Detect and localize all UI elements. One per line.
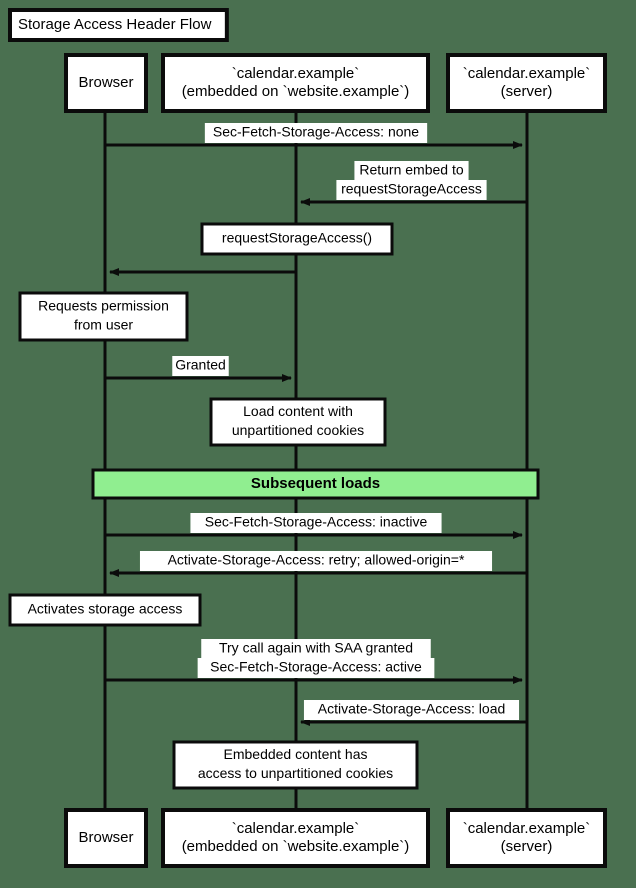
- participant-label-server: (server): [501, 838, 553, 855]
- note-label-bg-requests-permission-from-user: [69, 317, 138, 335]
- message-sec-fetch-storage-access-none: Sec-Fetch-Storage-Access: none: [105, 123, 523, 149]
- message-label-return-embed-to-requeststorageaccess: Return embed to: [359, 162, 463, 178]
- note-label-bg-embedded-content-has-access: [181, 765, 410, 784]
- notes-layer: requestStorageAccess() Requests permissio…: [8, 222, 419, 790]
- participant-label-bg-server: [493, 838, 560, 856]
- divider-subsequent-loads: Subsequent loads: [91, 468, 540, 500]
- diagram-title: Storage Access Header Flow: [8, 8, 229, 42]
- participant-browser-top[interactable]: Browser: [64, 53, 148, 113]
- diagram-title-box: [8, 8, 229, 42]
- participant-label-bg-server: [454, 820, 599, 838]
- participant-label-bg-embed: [223, 65, 368, 83]
- note-label-load-content-unpartitioned-cookies: Load content with: [243, 403, 353, 419]
- message-label-bg-return-embed-to-requeststorageaccess: [354, 161, 469, 181]
- participant-label-server: `calendar.example`: [463, 65, 591, 82]
- participant-label-browser: Browser: [78, 74, 133, 91]
- participant-label-bg-embed: [173, 83, 418, 101]
- note-activates-storage-access: Activates storage access: [8, 593, 202, 627]
- message-label-bg-sec-fetch-storage-access-none: [204, 123, 428, 143]
- message-return-embed-to-requeststorageaccess: Return embed to requestStorageAccess: [300, 161, 527, 206]
- message-label-bg-sec-fetch-storage-access-inactive: [190, 513, 442, 533]
- message-label-activate-storage-access-retry: Activate-Storage-Access: retry; allowed-…: [168, 552, 465, 568]
- diagram-title-label: Storage Access Header Flow: [18, 16, 212, 33]
- note-label-activates-storage-access: Activates storage access: [28, 601, 183, 617]
- message-activate-storage-access-retry: Activate-Storage-Access: retry; allowed-…: [109, 551, 527, 577]
- message-granted: Granted: [105, 356, 292, 382]
- note-embedded-content-has-access: Embedded content has access to unpartitio…: [172, 740, 419, 790]
- participant-label-bg-server: [454, 65, 599, 83]
- message-label-try-call-again-saa-granted: Try call again with SAA granted: [219, 640, 413, 656]
- participant-server-bottom[interactable]: `calendar.example`(server): [446, 808, 607, 868]
- participant-label-embed: (embedded on `website.example`): [182, 838, 410, 855]
- note-label-bg-load-content-unpartitioned-cookies: [220, 422, 376, 441]
- participant-label-browser: Browser: [78, 829, 133, 846]
- note-requeststorageaccess-call: requestStorageAccess(): [200, 222, 394, 256]
- dividers-layer: Subsequent loads: [91, 468, 540, 500]
- divider-label-subsequent-loads: Subsequent loads: [251, 475, 380, 492]
- message-label-sec-fetch-storage-access-none: Sec-Fetch-Storage-Access: none: [213, 124, 419, 140]
- message-label-sec-fetch-storage-access-inactive: Sec-Fetch-Storage-Access: inactive: [205, 514, 428, 530]
- note-label-requests-permission-from-user: Requests permission: [38, 298, 169, 314]
- note-label-bg-load-content-unpartitioned-cookies: [234, 403, 362, 422]
- note-label-bg-requeststorageaccess-call: [215, 230, 379, 248]
- participant-label-embed: `calendar.example`: [232, 65, 360, 82]
- message-activate-storage-access-load: Activate-Storage-Access: load: [300, 700, 527, 726]
- note-label-load-content-unpartitioned-cookies: unpartitioned cookies: [232, 422, 364, 438]
- message-label-granted: Granted: [175, 357, 226, 373]
- message-label-return-embed-to-requeststorageaccess: requestStorageAccess: [341, 181, 482, 197]
- participant-label-server: (server): [501, 83, 553, 100]
- actors-layer: BrowserBrowser`calendar.example`(embedde…: [64, 53, 607, 868]
- message-label-bg-granted: [172, 356, 229, 376]
- note-label-bg-activates-storage-access: [16, 601, 194, 619]
- participant-label-bg-server: [493, 83, 560, 101]
- note-label-requeststorageaccess-call: requestStorageAccess(): [222, 230, 372, 246]
- message-label-activate-storage-access-load: Activate-Storage-Access: load: [318, 701, 506, 717]
- note-label-embedded-content-has-access: access to unpartitioned cookies: [198, 765, 393, 781]
- participant-label-bg-embed: [173, 838, 418, 856]
- note-label-requests-permission-from-user: from user: [74, 317, 133, 333]
- participant-embed-bottom[interactable]: `calendar.example`(embedded on `website.…: [161, 808, 430, 868]
- message-label-try-call-again-saa-granted: Sec-Fetch-Storage-Access: active: [210, 659, 422, 675]
- participant-label-embed: (embedded on `website.example`): [182, 83, 410, 100]
- message-sec-fetch-storage-access-inactive: Sec-Fetch-Storage-Access: inactive: [105, 513, 523, 539]
- participant-label-bg-browser: [76, 829, 136, 847]
- participant-browser-bottom[interactable]: Browser: [64, 808, 148, 868]
- participant-label-embed: `calendar.example`: [232, 820, 360, 837]
- note-load-content-unpartitioned-cookies: Load content with unpartitioned cookies: [209, 397, 387, 447]
- note-label-bg-embedded-content-has-access: [221, 746, 370, 765]
- note-label-embedded-content-has-access: Embedded content has: [224, 746, 368, 762]
- message-try-call-again-saa-granted: Try call again with SAA grantedSec-Fetch…: [105, 639, 523, 684]
- participant-label-server: `calendar.example`: [463, 820, 591, 837]
- participant-server-top[interactable]: `calendar.example`(server): [446, 53, 607, 113]
- note-requests-permission-from-user: Requests permission from user: [18, 291, 189, 342]
- divider-box-subsequent-loads: [91, 468, 540, 500]
- message-label-bg-return-embed-to-requeststorageaccess: [336, 180, 487, 200]
- title-layer: Storage Access Header Flow: [8, 8, 229, 42]
- message-label-bg-try-call-again-saa-granted: [201, 639, 431, 659]
- participant-embed-top[interactable]: `calendar.example`(embedded on `website.…: [161, 53, 430, 113]
- note-label-bg-requests-permission-from-user: [33, 298, 174, 316]
- participant-label-bg-browser: [76, 74, 136, 92]
- message-label-bg-try-call-again-saa-granted: [197, 658, 435, 678]
- message-label-bg-activate-storage-access-retry: [139, 551, 493, 571]
- participant-label-bg-embed: [223, 820, 368, 838]
- message-label-bg-activate-storage-access-load: [303, 700, 520, 720]
